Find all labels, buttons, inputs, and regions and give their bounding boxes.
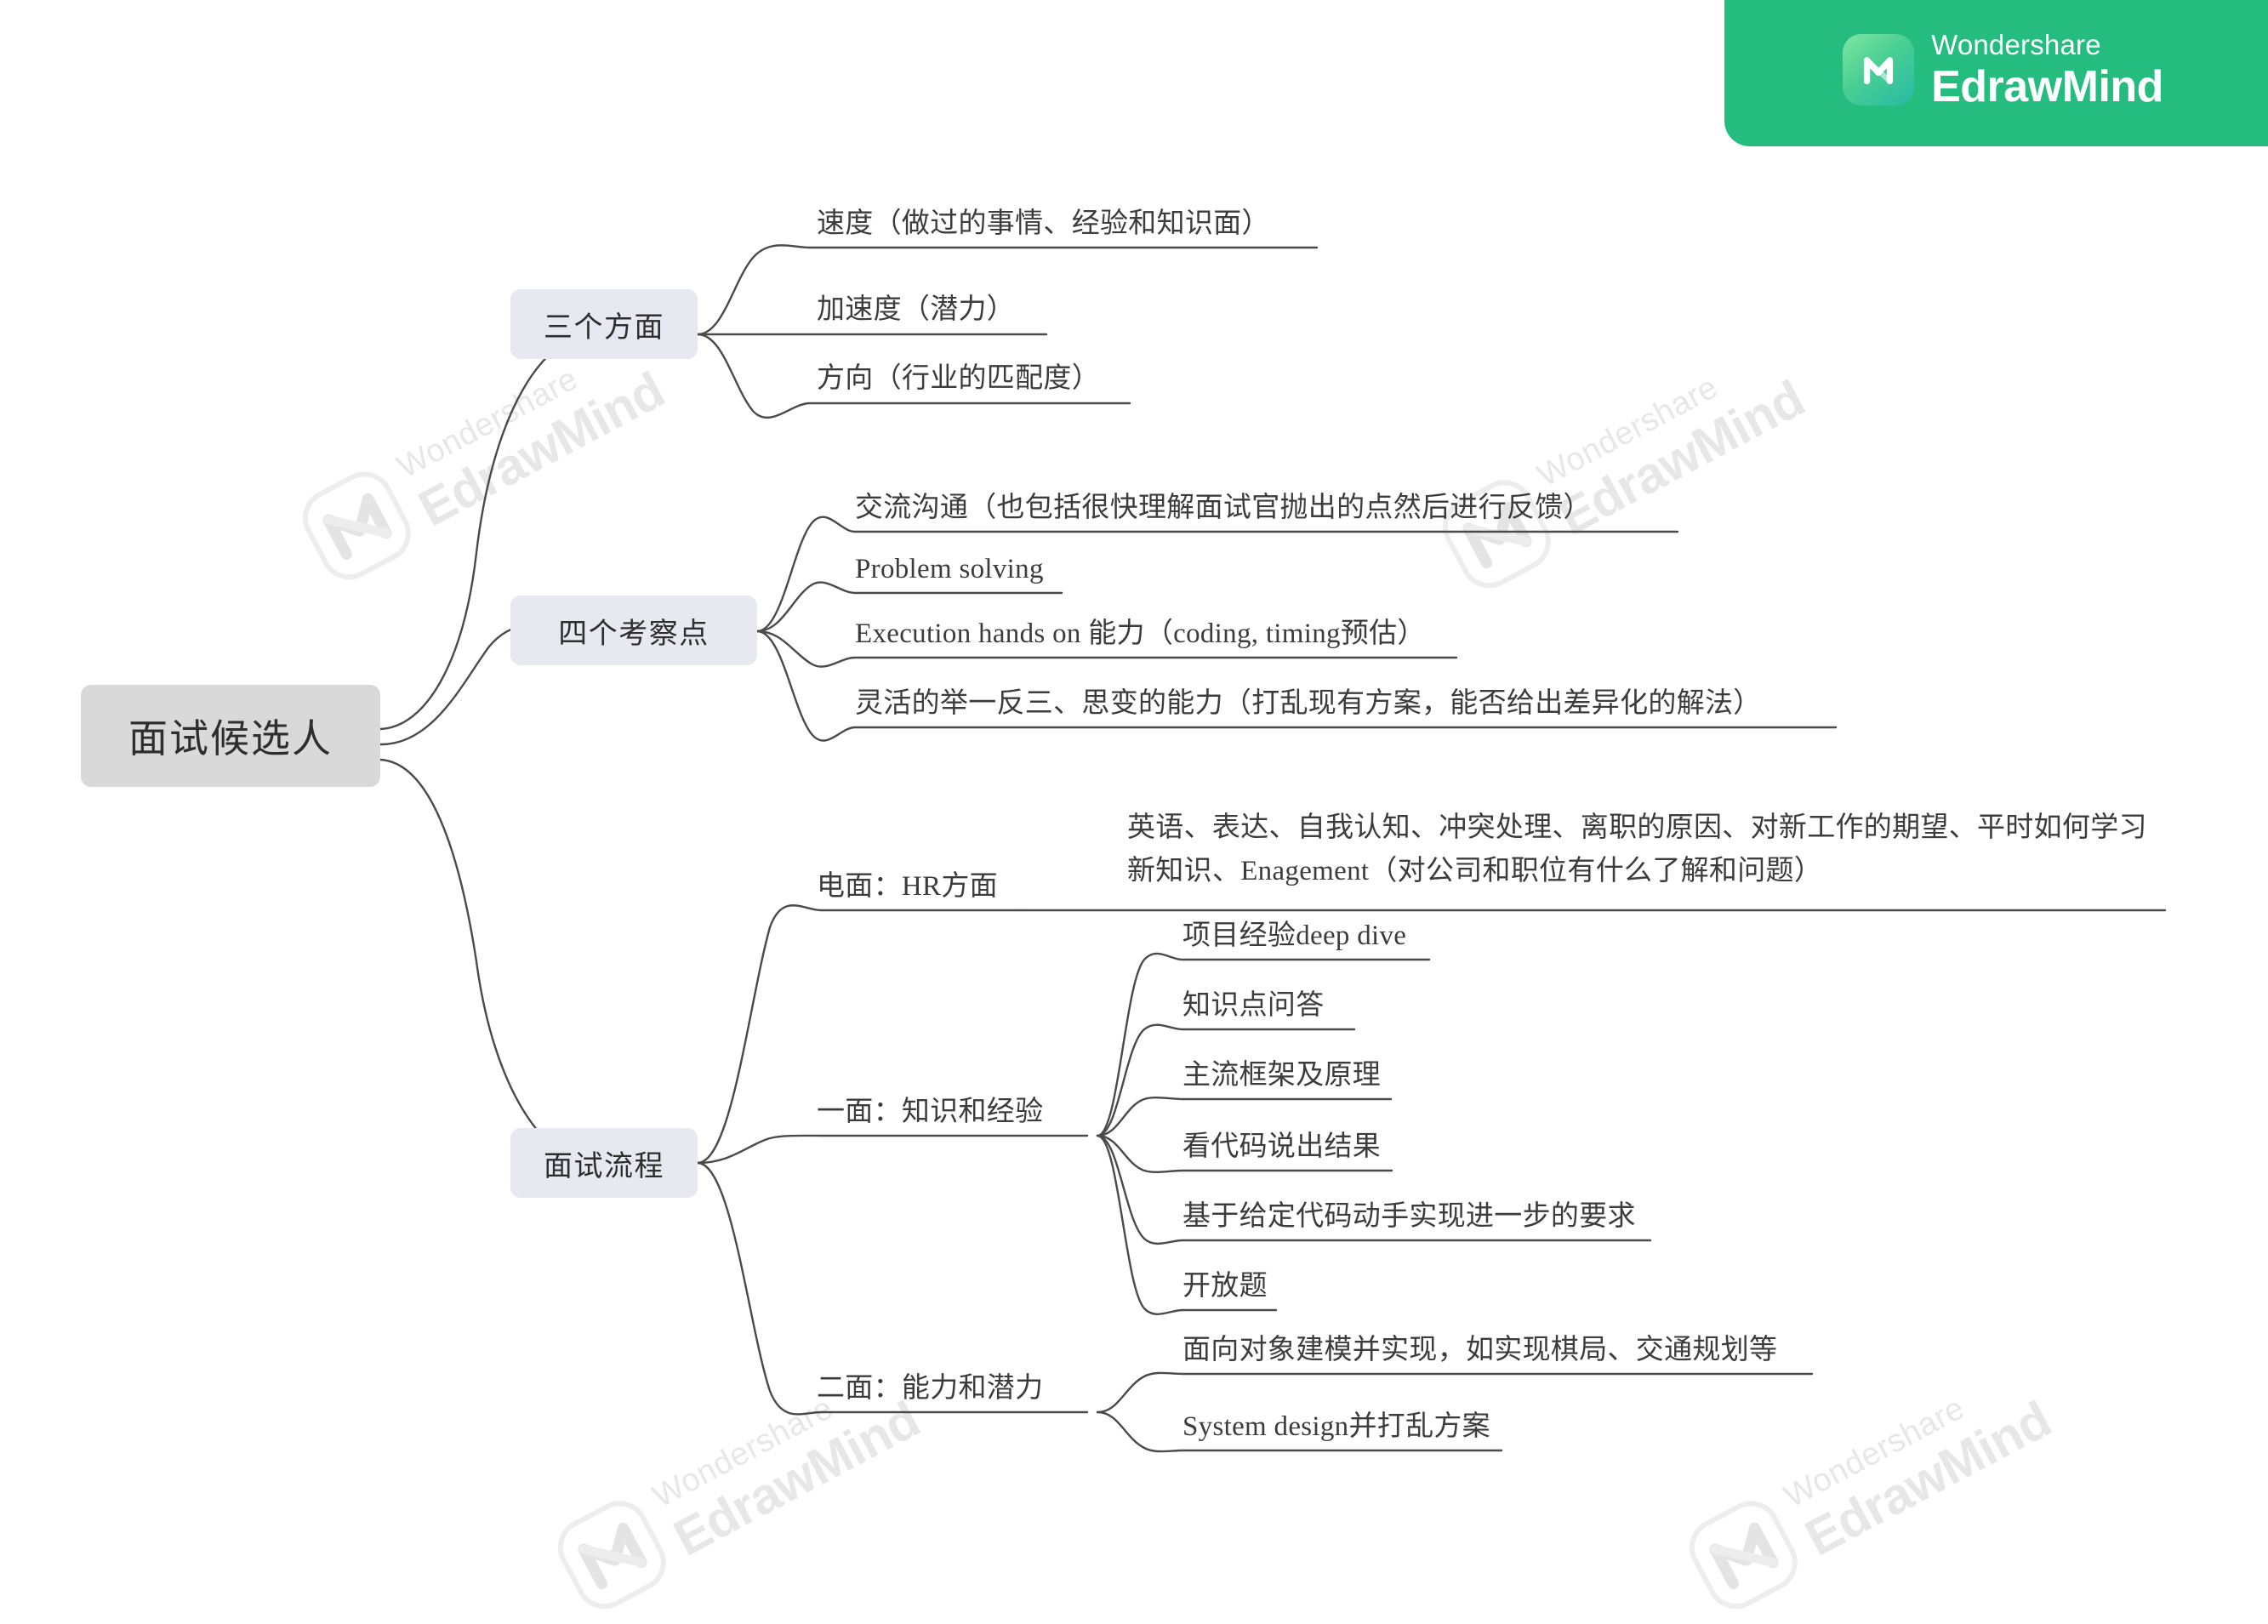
mindmap-leaf-system-design[interactable]: System design并打乱方案 <box>1182 1400 1490 1448</box>
mindmap-nodes: 面试候选人 三个方面 速度（做过的事情、经验和知识面） 加速度（潜力） 方向（行… <box>81 197 2167 1448</box>
mindmap-node-round-two[interactable]: 二面：能力和潜力 <box>817 1362 1043 1410</box>
mindmap-leaf-knowledge-qa[interactable]: 知识点问答 <box>1182 979 1325 1027</box>
mindmap-leaf-open-question[interactable]: 开放题 <box>1182 1260 1268 1308</box>
mindmap-node-phone-hr[interactable]: 电面：HR方面 <box>817 860 998 908</box>
mindmap-branch-node-four-checkpoints[interactable]: 四个考察点 <box>510 595 757 665</box>
edrawmind-watermark-icon <box>1689 1501 1798 1610</box>
mindmap-leaf-label: Problem solving <box>855 553 1044 584</box>
mindmap-leaf-direction[interactable]: 方向（行业的匹配度） <box>817 352 1100 400</box>
mindmap-leaf-project-deep-dive[interactable]: 项目经验deep dive <box>1182 909 1406 957</box>
wondershare-edrawmind-banner: Wondershare EdrawMind <box>1724 0 2268 146</box>
mindmap-leaf-label: 主流框架及原理 <box>1182 1059 1382 1091</box>
mindmap-leaf-label: System design并打乱方案 <box>1182 1410 1490 1442</box>
mindmap-root-node[interactable]: 面试候选人 <box>81 685 380 787</box>
mindmap-leaf-label: 项目经验deep dive <box>1182 920 1407 951</box>
mindmap-leaf-label: Execution hands on 能力（coding, timing预估） <box>855 618 1426 649</box>
mindmap-leaf-acceleration[interactable]: 加速度（潜力） <box>817 283 1015 331</box>
mindmap-leaf-label: 看代码说出结果 <box>1182 1131 1382 1162</box>
mindmap-leaf-extend-code[interactable]: 基于给定代码动手实现进一步的要求 <box>1182 1190 1636 1238</box>
mindmap-leaf-label: 面向对象建模并实现，如实现棋局、交通规划等 <box>1182 1334 1778 1365</box>
mindmap-node-round-one[interactable]: 一面：知识和经验 <box>817 1086 1043 1133</box>
mindmap-root-label: 面试候选人 <box>128 716 333 761</box>
mindmap-leaf-problem-solving[interactable]: Problem solving <box>855 543 1044 590</box>
mindmap-leaf-read-code[interactable]: 看代码说出结果 <box>1182 1120 1381 1168</box>
mindmap-leaf-hr-topics[interactable]: 英语、表达、自我认知、冲突处理、离职的原因、对新工作的期望、平时如何学习新知识、… <box>1127 806 2167 893</box>
mindmap-node-label: 一面：知识和经验 <box>817 1096 1044 1127</box>
mindmap-leaf-label: 开放题 <box>1182 1270 1268 1302</box>
mindmap-leaf-frameworks[interactable]: 主流框架及原理 <box>1182 1049 1381 1097</box>
mindmap-leaf-oo-modeling[interactable]: 面向对象建模并实现，如实现棋局、交通规划等 <box>1182 1324 1777 1371</box>
mindmap-leaf-label: 基于给定代码动手实现进一步的要求 <box>1182 1200 1636 1232</box>
mindmap-leaf-label: 加速度（潜力） <box>817 293 1016 325</box>
mindmap-leaf-label: 交流沟通（也包括很快理解面试官抛出的点然后进行反馈） <box>855 492 1592 523</box>
mindmap-canvas: 面试候选人 三个方面 速度（做过的事情、经验和知识面） 加速度（潜力） 方向（行… <box>81 197 2167 1453</box>
brand-company-name: Wondershare <box>1931 29 2101 60</box>
mindmap-node-label: 二面：能力和潜力 <box>817 1372 1044 1404</box>
mindmap-leaf-execution[interactable]: Execution hands on 能力（coding, timing预估） <box>855 607 1426 655</box>
mindmap-branch-node-three-aspects[interactable]: 三个方面 <box>510 289 698 359</box>
mindmap-leaf-label: 灵活的举一反三、思变的能力（打乱现有方案，能否给出差异化的解法） <box>855 687 1762 719</box>
brand-product-name: EdrawMind <box>1931 62 2163 111</box>
mindmap-leaf-label: 速度（做过的事情、经验和知识面） <box>817 208 1270 239</box>
mindmap-leaf-communication[interactable]: 交流沟通（也包括很快理解面试官抛出的点然后进行反馈） <box>855 482 1592 529</box>
mindmap-branch-label: 三个方面 <box>544 311 664 344</box>
mindmap-branch-label: 四个考察点 <box>558 617 709 650</box>
mindmap-leaf-flexibility[interactable]: 灵活的举一反三、思变的能力（打乱现有方案，能否给出差异化的解法） <box>855 677 1762 725</box>
mindmap-leaf-label: 知识点问答 <box>1182 989 1325 1021</box>
mindmap-branch-label: 面试流程 <box>544 1149 664 1182</box>
edrawmind-watermark-icon <box>557 1501 666 1610</box>
mindmap-leaf-label: 英语、表达、自我认知、冲突处理、离职的原因、对新工作的期望、平时如何学习新知识、… <box>1127 812 2147 887</box>
mindmap-leaf-label: 方向（行业的匹配度） <box>817 362 1100 394</box>
mindmap-leaf-speed[interactable]: 速度（做过的事情、经验和知识面） <box>817 197 1270 245</box>
edrawmind-logo-icon <box>1843 34 1915 105</box>
mindmap-branch-node-interview-process[interactable]: 面试流程 <box>510 1128 698 1198</box>
mindmap-node-label: 电面：HR方面 <box>817 870 998 902</box>
